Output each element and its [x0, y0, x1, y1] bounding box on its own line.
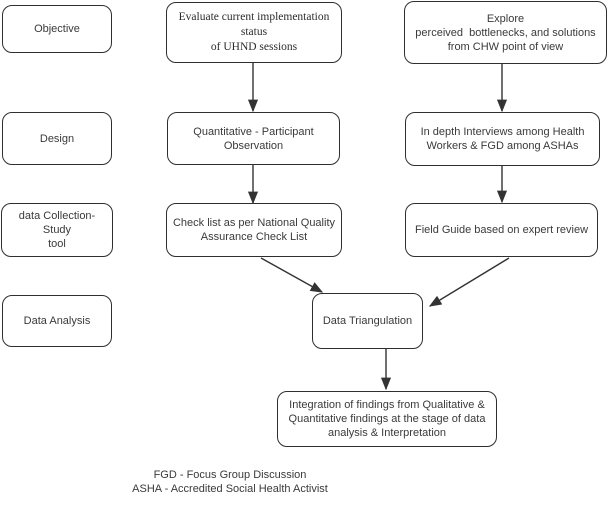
node-indepth-interviews-fgd-text: In depth Interviews among Health Workers…: [420, 126, 585, 152]
legend-fgd: FGD - Focus Group Discussion: [153, 469, 307, 481]
arrow-fieldguide-to-triangulation: [428, 257, 510, 307]
row-label-design: Design: [2, 112, 112, 165]
arrow-checklist-to-triangulation: [260, 257, 324, 293]
row-label-design-text: Design: [39, 132, 75, 145]
node-field-guide-expert-review: Field Guide based on expert review: [405, 203, 598, 257]
row-label-objective-text: Objective: [34, 23, 80, 35]
node-evaluate-implementation-status-text: Evaluate current implementation status o…: [178, 11, 330, 53]
row-label-data-collection-study-tool-text: data Collection- Study tool: [18, 210, 96, 250]
node-explore-bottlenecks-text: Explore perceived bottlenecks, and solut…: [415, 12, 596, 53]
node-quantitative-participant-observation-text: Quantitative - Participant Observation: [193, 125, 314, 152]
node-quantitative-participant-observation: Quantitative - Participant Observation: [167, 112, 340, 165]
node-checklist-national-quality-assurance: Check list as per National Quality Assur…: [166, 203, 342, 257]
node-integration-of-findings-text: Integration of findings from Qualitative…: [288, 399, 486, 439]
node-data-triangulation: Data Triangulation: [312, 293, 423, 349]
legend-asha: ASHA - Accredited Social Health Activist: [132, 483, 328, 495]
node-data-triangulation-text: Data Triangulation: [322, 315, 413, 327]
node-integration-of-findings: Integration of findings from Qualitative…: [277, 391, 497, 447]
row-label-data-collection-study-tool: data Collection- Study tool: [1, 203, 113, 257]
abbreviation-legend: FGD - Focus Group Discussion ASHA - Accr…: [80, 468, 380, 496]
node-evaluate-implementation-status: Evaluate current implementation status o…: [166, 2, 342, 63]
node-checklist-national-quality-assurance-text: Check list as per National Quality Assur…: [172, 217, 335, 243]
node-indepth-interviews-fgd: In depth Interviews among Health Workers…: [405, 112, 600, 166]
node-explore-bottlenecks: Explore perceived bottlenecks, and solut…: [404, 1, 607, 64]
row-label-objective: Objective: [2, 5, 112, 53]
node-field-guide-expert-review-text: Field Guide based on expert review: [414, 224, 589, 236]
row-label-data-analysis: Data Analysis: [2, 295, 112, 347]
row-label-data-analysis-text: Data Analysis: [23, 315, 91, 327]
